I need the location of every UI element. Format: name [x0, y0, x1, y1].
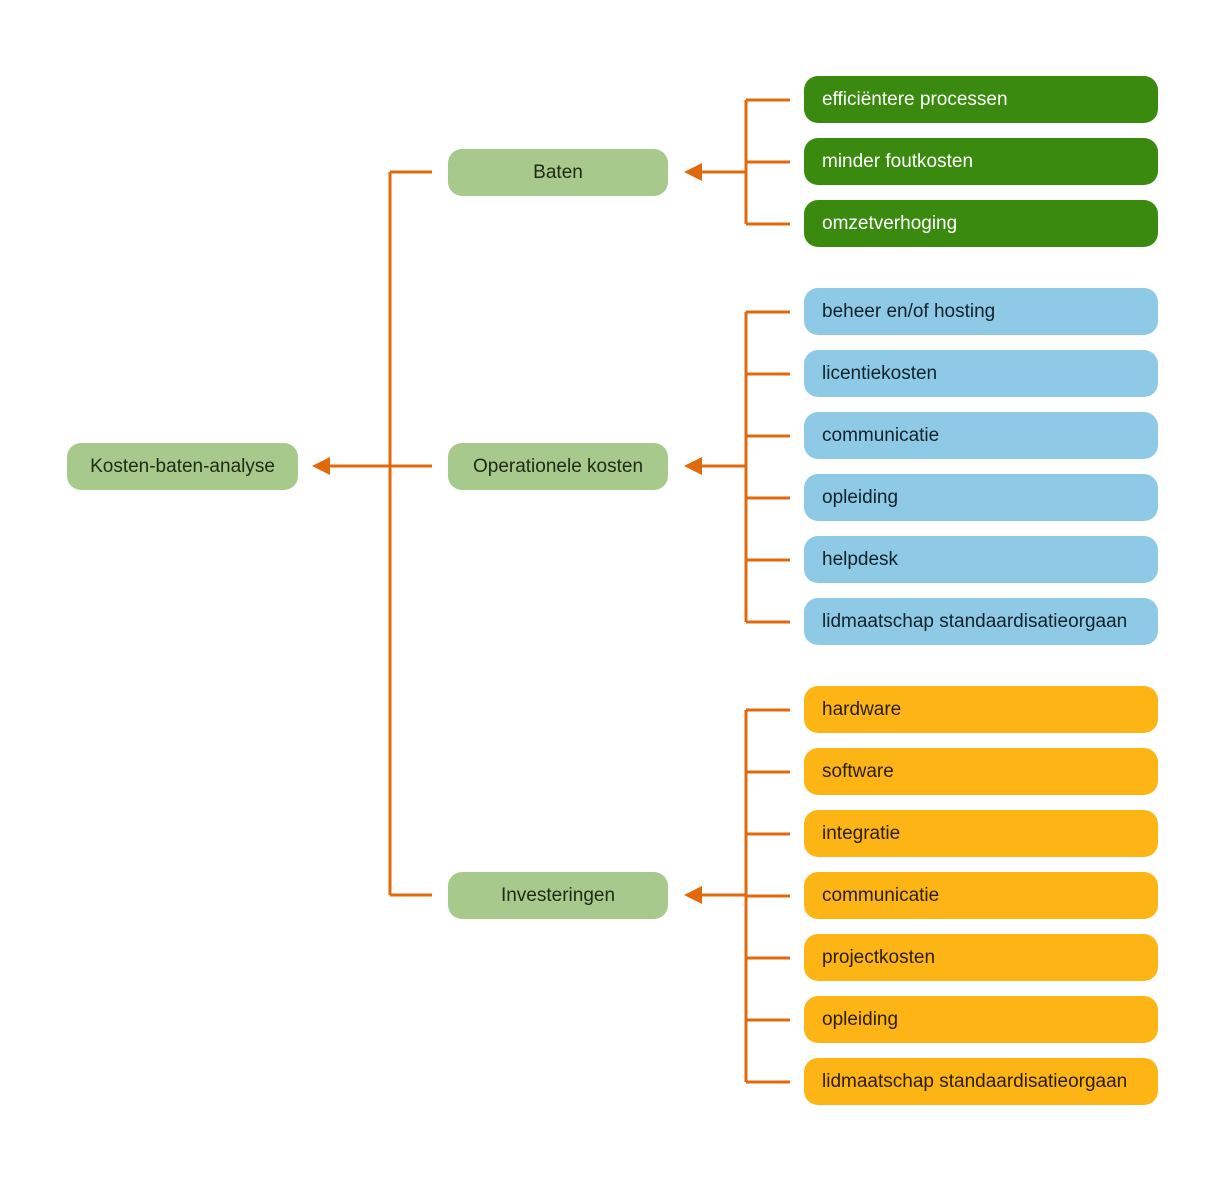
leaf-node-label: efficiëntere processen	[822, 88, 1008, 110]
leaf-node: communicatie	[804, 412, 1158, 459]
leaf-node: helpdesk	[804, 536, 1158, 583]
leaf-node: efficiëntere processen	[804, 76, 1158, 123]
arrowhead-icon	[684, 457, 702, 475]
group-node-label: Baten	[533, 161, 583, 183]
leaf-node-label: helpdesk	[822, 548, 899, 570]
leaf-node: omzetverhoging	[804, 200, 1158, 247]
leaf-node: lidmaatschap standaardisatieorgaan	[804, 598, 1158, 645]
leaf-node: lidmaatschap standaardisatieorgaan	[804, 1058, 1158, 1105]
leaf-node-label: opleiding	[822, 486, 899, 508]
leaf-node: software	[804, 748, 1158, 795]
leaf-node-label: beheer en/of hosting	[822, 300, 996, 322]
leaf-node-label: communicatie	[822, 884, 940, 906]
leaf-node-label: communicatie	[822, 424, 940, 446]
group-node-investeringen: Investeringen	[448, 872, 668, 919]
arrowhead-icon	[312, 457, 330, 475]
leaf-node-label: lidmaatschap standaardisatieorgaan	[822, 610, 1128, 632]
group-node-label: Operationele kosten	[472, 455, 644, 477]
leaf-node-label: minder foutkosten	[822, 150, 974, 172]
arrowhead-icon	[684, 163, 702, 181]
root-node-label: Kosten-baten-analyse	[90, 455, 275, 477]
leaf-node-label: lidmaatschap standaardisatieorgaan	[822, 1070, 1128, 1092]
leaf-node: communicatie	[804, 872, 1158, 919]
leaf-node-label: opleiding	[822, 1008, 899, 1030]
group-node-label: Investeringen	[500, 884, 616, 906]
leaf-node-label: hardware	[822, 698, 902, 720]
leaf-node-label: licentiekosten	[822, 362, 938, 384]
leaf-node: opleiding	[804, 474, 1158, 521]
leaf-node-label: omzetverhoging	[822, 212, 958, 234]
leaf-node: projectkosten	[804, 934, 1158, 981]
leaf-node-label: integratie	[822, 822, 901, 844]
arrowhead-icon	[684, 886, 702, 904]
root-node: Kosten-baten-analyse	[67, 443, 298, 490]
leaf-node: licentiekosten	[804, 350, 1158, 397]
leaf-node-label: software	[822, 760, 894, 782]
leaf-node: beheer en/of hosting	[804, 288, 1158, 335]
leaf-node-label: projectkosten	[822, 946, 936, 968]
leaf-node: minder foutkosten	[804, 138, 1158, 185]
leaf-node: hardware	[804, 686, 1158, 733]
leaf-node: integratie	[804, 810, 1158, 857]
group-node-operationele-kosten: Operationele kosten	[448, 443, 668, 490]
group-node-baten: Baten	[448, 149, 668, 196]
leaf-node: opleiding	[804, 996, 1158, 1043]
